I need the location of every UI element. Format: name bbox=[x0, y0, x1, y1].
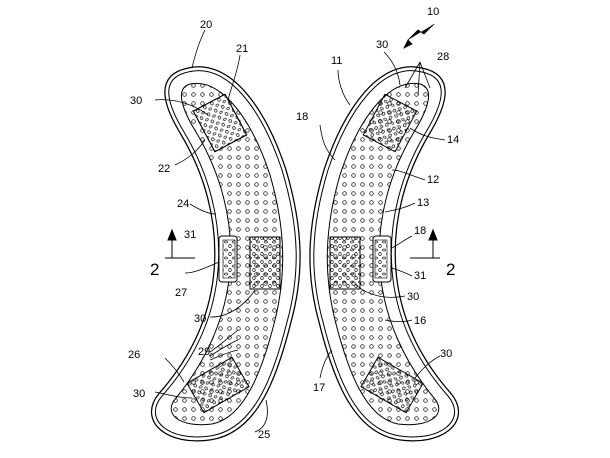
leader-lines bbox=[154, 29, 446, 433]
label-30: 30 bbox=[407, 291, 419, 303]
label-16: 16 bbox=[414, 315, 426, 327]
label-27: 27 bbox=[175, 287, 187, 299]
reference-arrow bbox=[403, 23, 435, 49]
label-24: 24 bbox=[177, 198, 189, 210]
label-13: 13 bbox=[417, 197, 429, 209]
label-22: 22 bbox=[158, 163, 170, 175]
label-30: 30 bbox=[194, 313, 206, 325]
label-30: 30 bbox=[130, 95, 142, 107]
label-31: 31 bbox=[414, 270, 426, 282]
right-strip bbox=[314, 71, 455, 437]
label-30: 30 bbox=[133, 388, 145, 400]
label-17: 17 bbox=[313, 382, 325, 394]
section-label-left: 2 bbox=[150, 260, 159, 279]
label-25: 25 bbox=[258, 429, 270, 441]
label-26: 26 bbox=[128, 349, 140, 361]
label-11: 11 bbox=[331, 55, 342, 67]
left-middle-pad bbox=[249, 236, 281, 290]
section-arrow-left bbox=[165, 228, 195, 259]
label-14: 14 bbox=[447, 134, 459, 146]
label-12: 12 bbox=[427, 174, 439, 186]
label-31: 31 bbox=[184, 229, 196, 241]
label-10: 10 bbox=[427, 6, 439, 18]
section-label-right: 2 bbox=[446, 260, 455, 279]
left-bottom-pad bbox=[186, 356, 250, 414]
label-29: 29 bbox=[198, 346, 210, 358]
label-30: 30 bbox=[376, 39, 388, 51]
label-20: 20 bbox=[200, 19, 212, 31]
label-28: 28 bbox=[437, 51, 449, 63]
left-strip bbox=[155, 71, 296, 437]
label-18: 18 bbox=[296, 111, 308, 123]
reference-labels: 20 21 30 22 24 31 2 27 30 29 26 30 25 11… bbox=[128, 6, 459, 441]
label-18: 18 bbox=[414, 225, 426, 237]
label-30: 30 bbox=[440, 348, 452, 360]
label-21: 21 bbox=[236, 43, 248, 55]
section-arrow-right bbox=[410, 228, 440, 259]
